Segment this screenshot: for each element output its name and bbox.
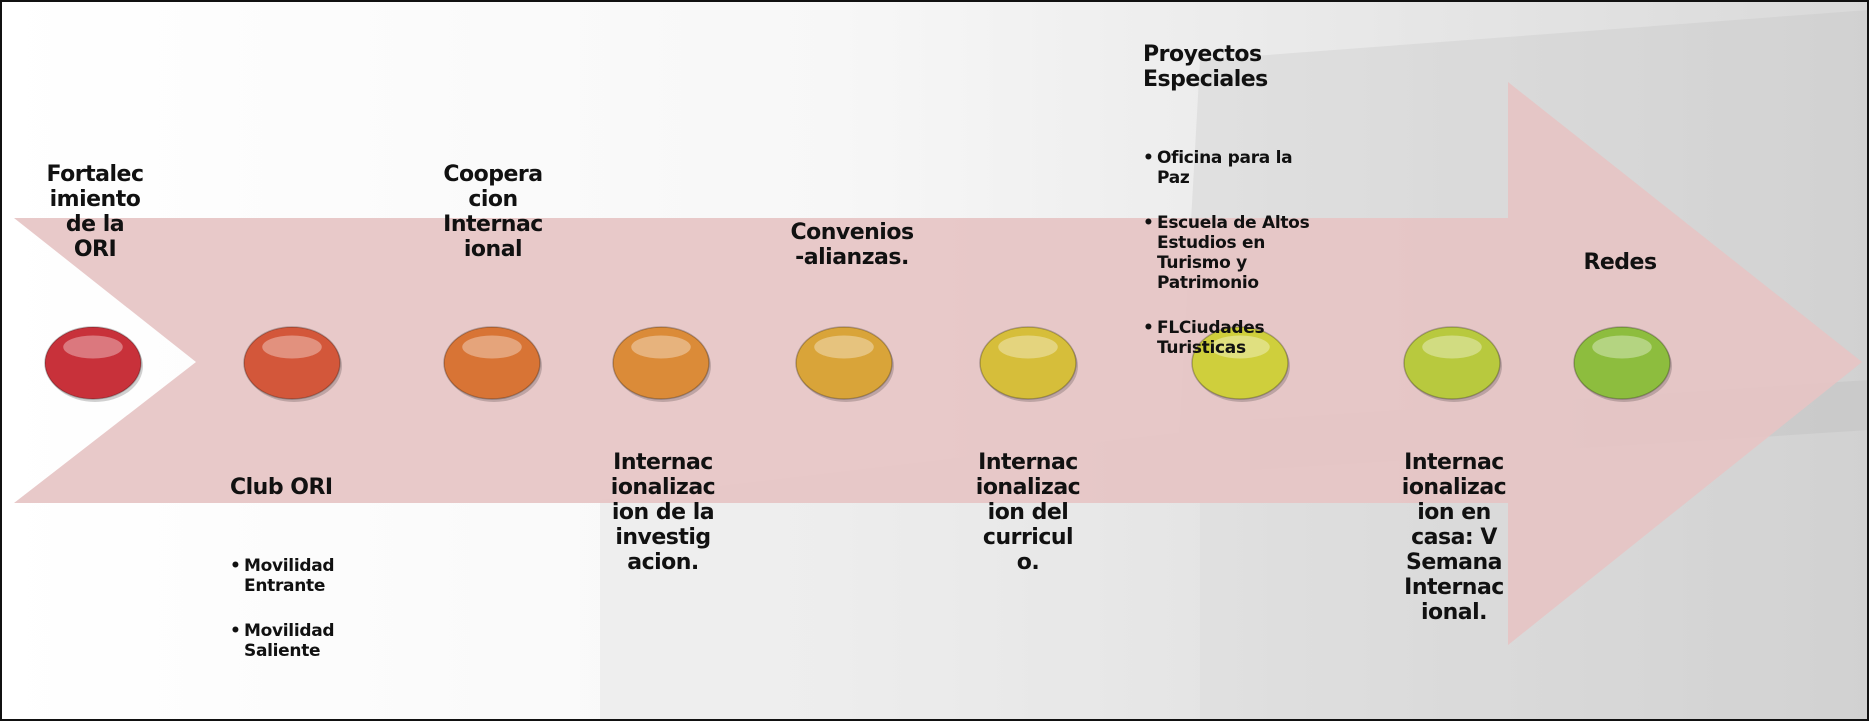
club-ori-block: Club ORI Movilidad Entrante Movilidad Sa… xyxy=(230,450,410,711)
club-ori-bullets: Movilidad Entrante Movilidad Saliente xyxy=(230,531,410,686)
proyectos-bullet: FLCiudades Turisticas xyxy=(1143,318,1373,358)
timeline-node xyxy=(795,326,894,402)
timeline-arrow xyxy=(14,82,1862,645)
proyectos-bullet: Oficina para la Paz xyxy=(1143,148,1373,188)
proyectos-title: Proyectos Especiales xyxy=(1143,42,1268,92)
proyectos-especiales-block: Proyectos Especiales Oficina para la Paz… xyxy=(1143,17,1373,408)
timeline-node xyxy=(443,326,542,402)
proyectos-bullet: Escuela de Altos Estudios en Turismo y P… xyxy=(1143,213,1373,293)
club-ori-title: Club ORI xyxy=(230,475,333,500)
timeline-node xyxy=(1573,326,1672,402)
node-group xyxy=(44,326,1672,402)
label-en-casa: Internac ionalizac ion en casa: V Semana… xyxy=(1401,450,1507,625)
club-ori-bullet: Movilidad Saliente xyxy=(230,621,410,661)
label-convenios: Convenios -alianzas. xyxy=(790,220,914,270)
timeline-node xyxy=(243,326,342,402)
timeline-node xyxy=(979,326,1078,402)
label-redes: Redes xyxy=(1583,250,1657,275)
label-cooperacion: Coopera cion Internac ional xyxy=(443,162,543,262)
club-ori-bullet: Movilidad Entrante xyxy=(230,556,410,596)
timeline-node xyxy=(1403,326,1502,402)
label-fortalecimiento: Fortalec imiento de la ORI xyxy=(46,162,144,262)
label-curriculo: Internac ionalizac ion del curricul o. xyxy=(975,450,1081,575)
timeline-node xyxy=(612,326,711,402)
timeline-node xyxy=(44,326,143,402)
proyectos-bullets: Oficina para la Paz Escuela de Altos Est… xyxy=(1143,123,1373,383)
label-investigacion: Internac ionalizac ion de la investig ac… xyxy=(610,450,716,575)
